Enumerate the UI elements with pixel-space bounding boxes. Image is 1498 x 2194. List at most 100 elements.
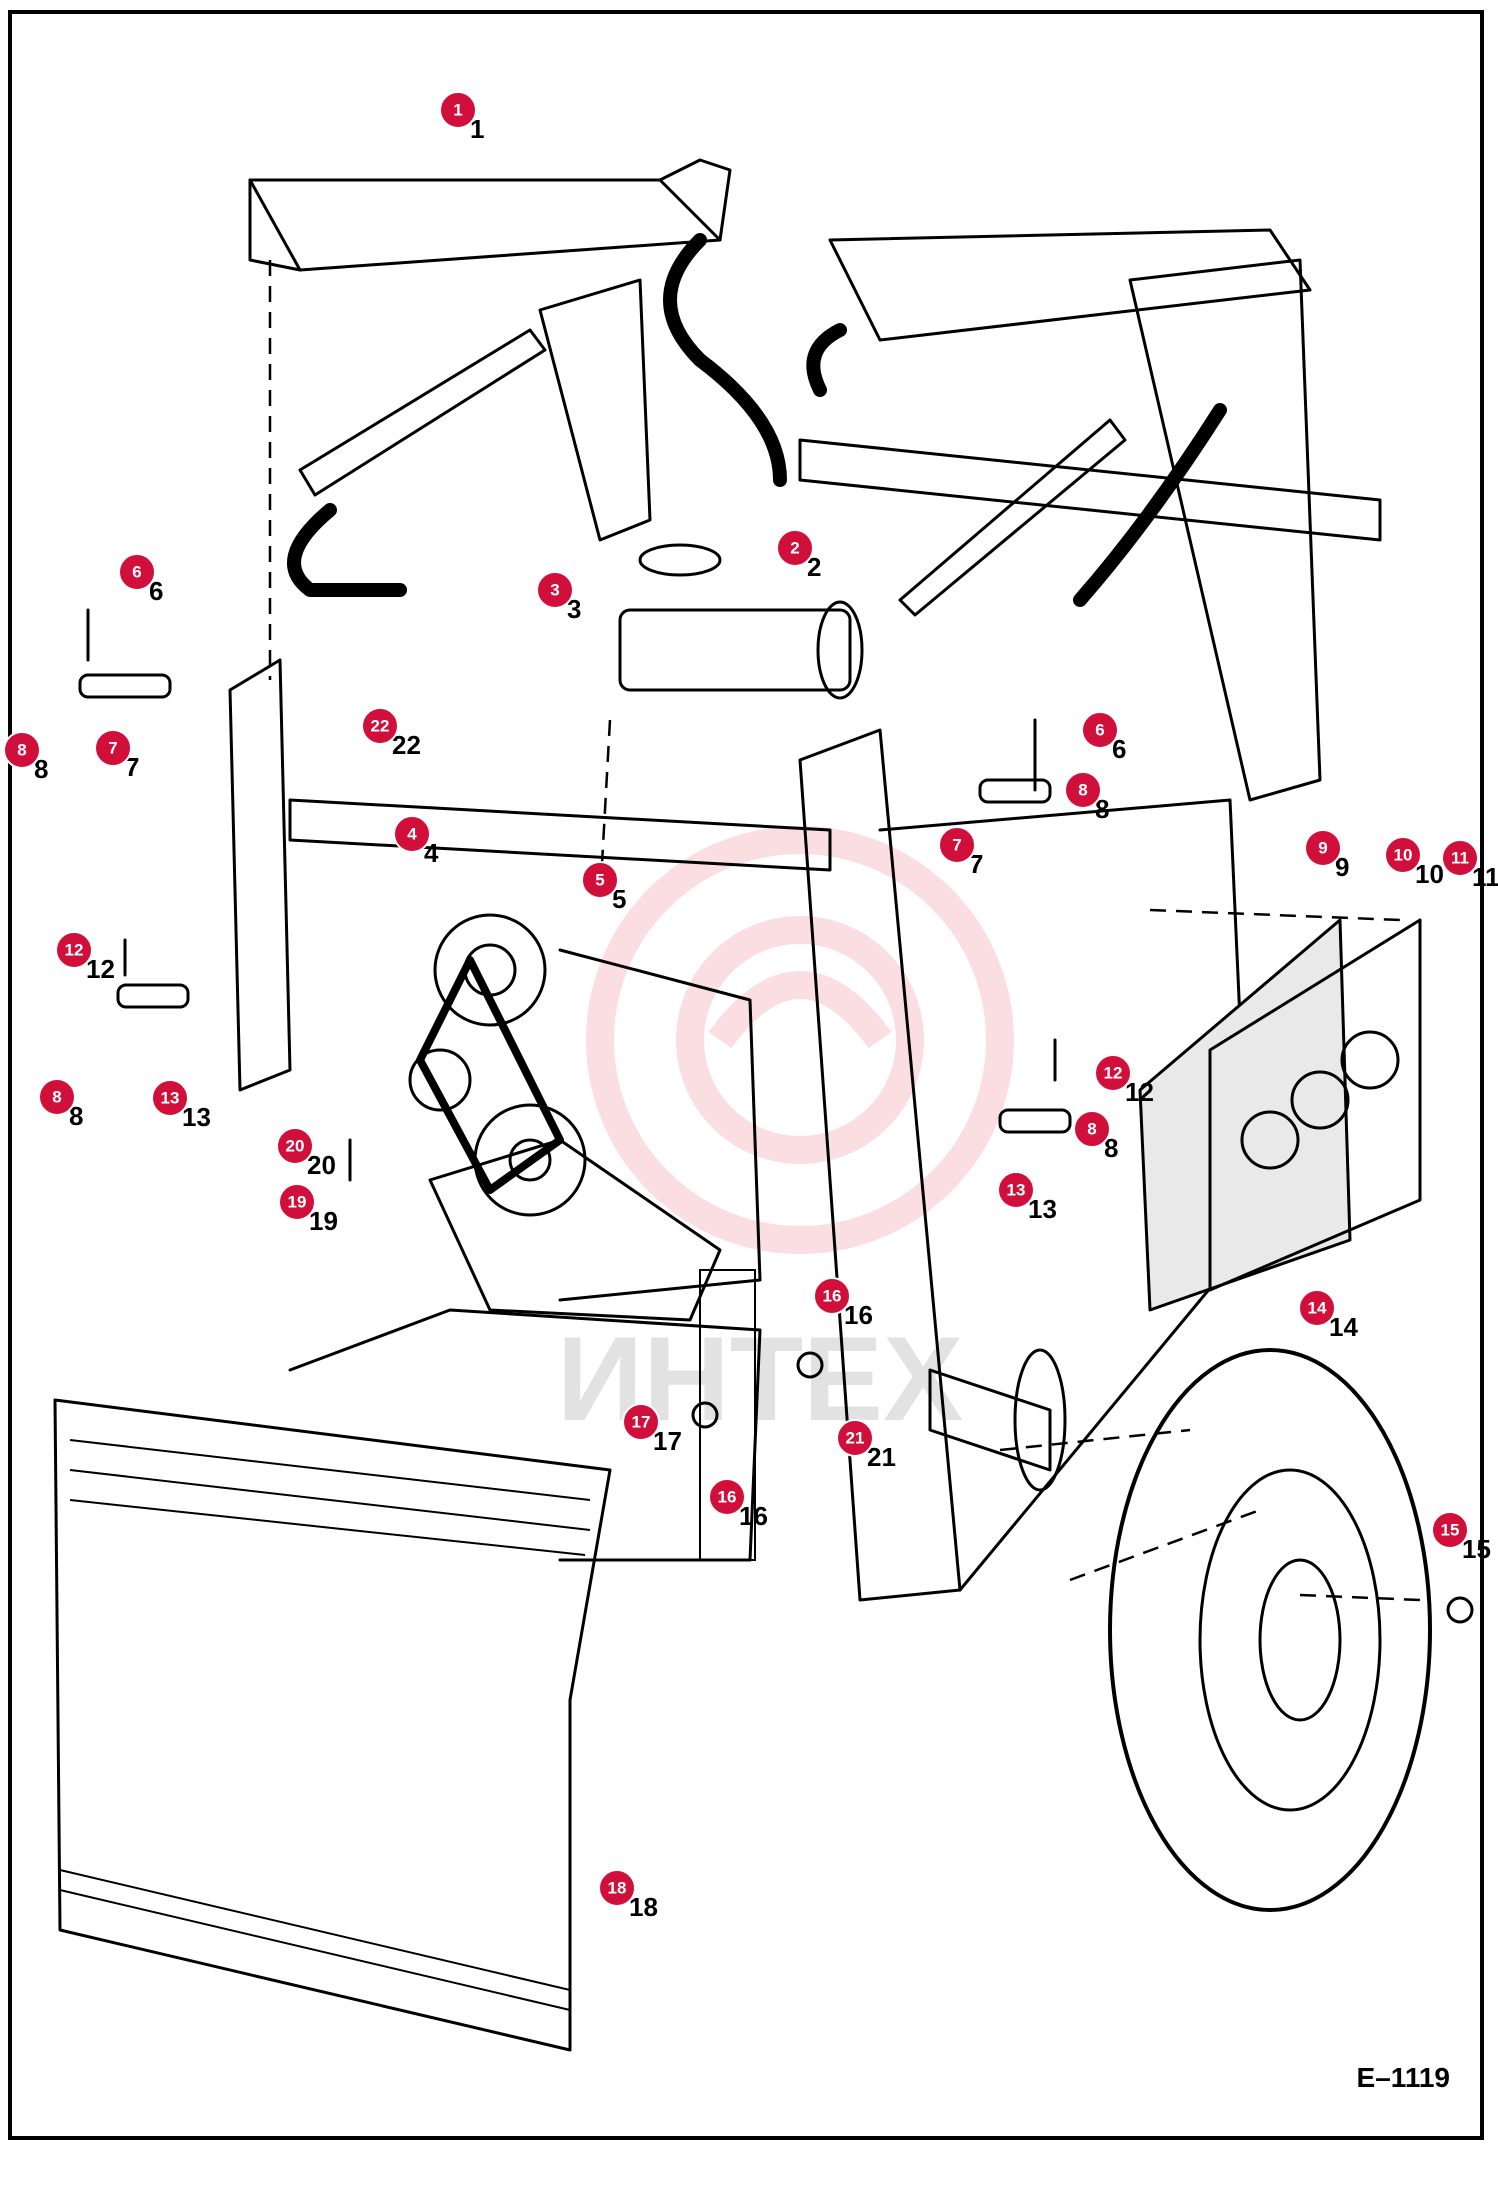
callout-number: 20	[286, 1137, 305, 1156]
callout-5: 55	[581, 861, 626, 914]
callout-badge	[1304, 829, 1342, 867]
part-number-label: 10	[1415, 859, 1444, 889]
part-number-label: 4	[424, 838, 439, 868]
part-number-label: 16	[844, 1300, 873, 1330]
part-number-label: 18	[629, 1892, 658, 1922]
callout-9: 99	[1304, 829, 1349, 882]
callout-number: 13	[161, 1089, 180, 1108]
loader-arm-assembly	[248, 158, 1382, 802]
part-number-label: 2	[807, 552, 821, 582]
fasteners	[78, 608, 1474, 1624]
callout-number: 14	[1308, 1299, 1327, 1318]
callout-number: 15	[1441, 1521, 1460, 1540]
callout-badge	[94, 729, 132, 767]
tire-wheel	[1108, 1348, 1432, 1912]
part-number-label: 20	[307, 1150, 336, 1180]
callout-badge	[393, 815, 431, 853]
callout-number: 3	[550, 581, 559, 600]
part-number-label: 14	[1329, 1312, 1358, 1342]
callout-4: 44	[393, 815, 439, 868]
part-number-label: 5	[612, 884, 626, 914]
callout-badge	[938, 826, 976, 864]
part-number-label: 13	[182, 1102, 211, 1132]
callout-badge	[151, 1079, 189, 1117]
part-number-label: 1	[470, 114, 484, 144]
callout-8: 88	[38, 1078, 83, 1131]
callout-badge	[836, 1419, 874, 1457]
part-number-label: 7	[125, 752, 139, 782]
callout-8: 88	[1064, 771, 1109, 824]
callout-number: 22	[371, 717, 390, 736]
callout-6: 66	[118, 553, 163, 606]
callout-2: 22	[776, 529, 821, 582]
callout-badge	[361, 707, 399, 745]
part-number-label: 22	[392, 730, 421, 760]
callout-badge	[536, 571, 574, 609]
callout-badge	[622, 1403, 660, 1441]
callout-badge	[276, 1127, 314, 1165]
callout-number: 11	[1451, 849, 1469, 868]
callout-3: 33	[536, 571, 581, 624]
callout-number: 8	[52, 1088, 61, 1107]
callout-badge	[55, 931, 93, 969]
callout-number: 10	[1394, 846, 1413, 865]
callout-number: 4	[407, 825, 417, 844]
watermark-logo	[586, 826, 1014, 1254]
part-number-label: 6	[149, 576, 163, 606]
part-number-label: 13	[1028, 1194, 1057, 1224]
engine-block	[408, 913, 762, 1302]
callout-number: 8	[17, 741, 26, 760]
callout-number: 2	[790, 539, 799, 558]
part-number-label: 7	[969, 849, 983, 879]
callout-badge	[1384, 836, 1422, 874]
callout-number: 8	[1078, 781, 1087, 800]
callout-number: 19	[288, 1193, 307, 1212]
filter-assembly	[618, 543, 864, 700]
callout-6: 66	[1081, 711, 1126, 764]
part-number-label: 3	[567, 594, 581, 624]
callout-number: 7	[952, 836, 961, 855]
callout-badge	[1441, 839, 1479, 877]
part-number-label: 8	[34, 754, 48, 784]
callout-badge	[278, 1183, 316, 1221]
callout-badge	[439, 91, 477, 129]
part-number-label: 8	[1095, 794, 1109, 824]
part-number-label: 19	[309, 1206, 338, 1236]
part-number-label: 17	[653, 1426, 682, 1456]
part-number-label: 9	[1335, 852, 1349, 882]
callout-number: 9	[1318, 839, 1327, 858]
callout-badge	[1298, 1289, 1336, 1327]
callout-badge	[38, 1078, 76, 1116]
part-number-label: 16	[739, 1501, 768, 1531]
part-number-label: 12	[1125, 1077, 1154, 1107]
callout-1: 11	[439, 91, 484, 144]
callout-badge	[997, 1171, 1035, 1209]
callout-badge	[118, 553, 156, 591]
callout-badge	[813, 1277, 851, 1315]
callout-badge	[1094, 1054, 1132, 1092]
axle-hub	[928, 1348, 1067, 1492]
part-number-label: 8	[1104, 1133, 1118, 1163]
callout-badge	[1073, 1110, 1111, 1148]
callout-number: 12	[1104, 1064, 1123, 1083]
callout-number: 6	[1095, 721, 1104, 740]
callout-number: 5	[595, 871, 604, 890]
part-number-label: 21	[867, 1442, 896, 1472]
callout-badge	[1081, 711, 1119, 749]
callout-badge	[1064, 771, 1102, 809]
part-number-label: 8	[69, 1101, 83, 1131]
callout-badge	[776, 529, 814, 567]
